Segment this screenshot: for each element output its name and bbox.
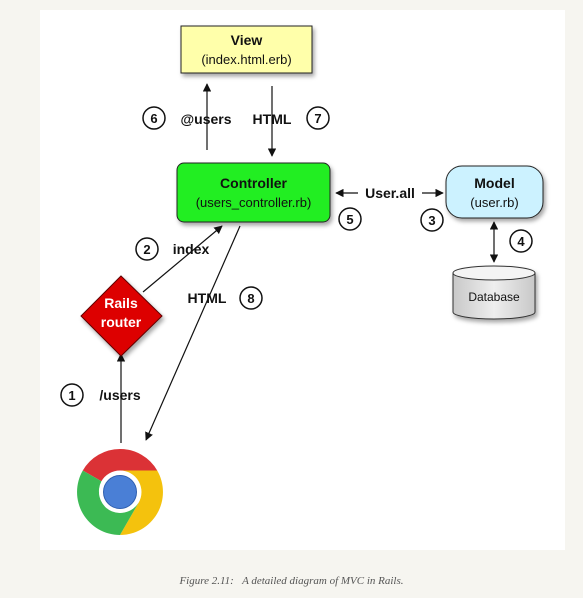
mvc-diagram: View (index.html.erb) Controller (users_… [60, 25, 544, 535]
label-index: index [173, 241, 210, 257]
caption-text: A detailed diagram of MVC in Rails. [242, 575, 404, 587]
chrome-green-segment [77, 470, 139, 535]
step-4-badge [509, 229, 533, 253]
chrome-center [103, 475, 137, 509]
label-response-html: HTML [188, 290, 227, 306]
router-node: Rails router [80, 275, 163, 357]
view-subtitle: (index.html.erb) [201, 52, 291, 67]
label-users-request: /users [99, 387, 140, 403]
router-label-line2: router [101, 314, 142, 330]
step-2-number: 2 [143, 242, 150, 257]
controller-title: Controller [220, 175, 287, 191]
step-4-number: 4 [517, 234, 525, 249]
router-diamond [80, 275, 163, 357]
step-1-badge [60, 383, 84, 407]
arrow-controller-to-browser [145, 225, 241, 441]
step-3-badge [420, 208, 444, 232]
step-5-number: 5 [346, 212, 353, 227]
step-2-badge [135, 237, 159, 261]
step-8-number: 8 [247, 291, 254, 306]
caption-figure-number: Figure 2.11: [179, 575, 234, 587]
label-user-all: User.all [365, 185, 415, 201]
database-label: Database [468, 290, 520, 304]
model-title: Model [474, 175, 514, 191]
label-users-var: @users [180, 111, 231, 127]
arrow-router-to-controller [142, 225, 223, 293]
view-node: View (index.html.erb) [180, 25, 313, 74]
step-5-badge [338, 207, 362, 231]
model-box [445, 165, 544, 219]
router-label-line1: Rails [104, 295, 138, 311]
controller-node: Controller (users_controller.rb) [176, 162, 331, 223]
step-1-number: 1 [68, 388, 75, 403]
database-node [452, 265, 536, 320]
label-view-html: HTML [253, 111, 292, 127]
database-cylinder-body [452, 273, 536, 320]
step-6-number: 6 [150, 111, 157, 126]
view-box [180, 25, 313, 74]
controller-subtitle: (users_controller.rb) [196, 195, 312, 210]
chrome-browser-icon [77, 449, 163, 535]
step-7-number: 7 [314, 111, 321, 126]
model-subtitle: (user.rb) [470, 195, 518, 210]
controller-box [176, 162, 331, 223]
step-3-number: 3 [428, 213, 435, 228]
model-node: Model (user.rb) [445, 165, 544, 219]
view-title: View [231, 32, 263, 48]
chrome-yellow-segment [120, 470, 163, 535]
step-6-badge [142, 106, 166, 130]
figure-caption: Figure 2.11: A detailed diagram of MVC i… [0, 575, 583, 587]
step-8-badge [239, 286, 263, 310]
step-7-badge [306, 106, 330, 130]
database-cylinder-top [452, 265, 536, 281]
chrome-red-segment [82, 449, 158, 482]
